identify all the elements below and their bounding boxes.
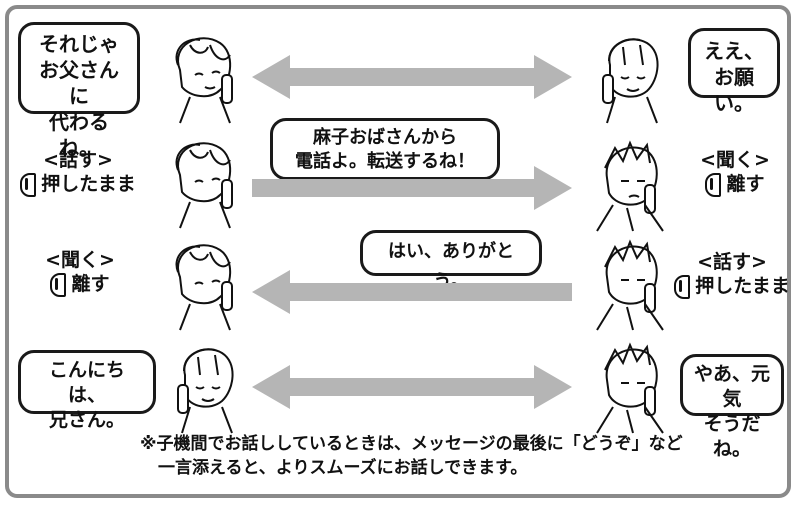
woman-on-phone-icon <box>175 142 233 229</box>
speech-bubble-hello: こんにちは、 兄さん。 <box>18 350 156 431</box>
woman-on-phone-icon <box>602 38 659 124</box>
speech-bubble-woman2-row1: ええ、 お願い。 <box>688 28 780 115</box>
listen-title: <聞く> <box>700 149 770 171</box>
double-arrow-row4 <box>252 365 572 409</box>
talk-title: <話す> <box>697 251 767 273</box>
man-on-phone-icon <box>596 239 664 331</box>
woman-on-phone-icon <box>175 37 233 124</box>
speech-bubble-transfer: 麻子おばさんから 電話よ。転送するね！ <box>270 118 500 180</box>
talk-button-icon <box>50 272 67 297</box>
talk-action: 押したまま <box>695 275 790 297</box>
talk-button-icon <box>674 274 691 299</box>
footnote: ※子機間でお話ししているときは、メッセージの最後に「どうぞ」など 一言添えると、… <box>140 432 780 480</box>
speech-bubble-woman-row1: それじゃ お父さんに 代わるね。 <box>18 22 140 160</box>
woman-on-phone-icon <box>177 348 234 434</box>
talk-action: 押したまま <box>41 173 136 195</box>
double-arrow-row1 <box>252 55 572 99</box>
talk-button-icon <box>705 172 722 197</box>
speech-bubble-reply: やあ、元気 そうだね。 <box>680 354 784 460</box>
man-on-phone-icon <box>596 342 664 434</box>
man-on-phone-icon <box>596 140 664 232</box>
listen-label-row3-left: <聞く> 離す <box>30 248 130 297</box>
talk-label-row3-right: <話す> 押したまま <box>672 250 792 299</box>
woman-on-phone-icon <box>175 244 233 331</box>
listen-label-row2-right: <聞く> 離す <box>690 148 780 197</box>
listen-action: 離す <box>71 273 110 295</box>
talk-label-row2-left: <話す> 押したまま <box>8 148 148 197</box>
right-arrow-row2 <box>252 166 572 210</box>
talk-title: <話す> <box>43 149 113 171</box>
talk-button-icon <box>20 172 37 197</box>
footnote-line2: 一言添えると、よりスムーズにお話しできます。 <box>158 458 528 478</box>
left-arrow-row3 <box>252 270 572 314</box>
speech-bubble-thanks: はい、ありがとう。 <box>360 230 542 292</box>
listen-title: <聞く> <box>45 249 115 271</box>
footnote-line1: ※子機間でお話ししているときは、メッセージの最後に「どうぞ」など <box>140 434 683 454</box>
listen-action: 離す <box>726 173 765 195</box>
